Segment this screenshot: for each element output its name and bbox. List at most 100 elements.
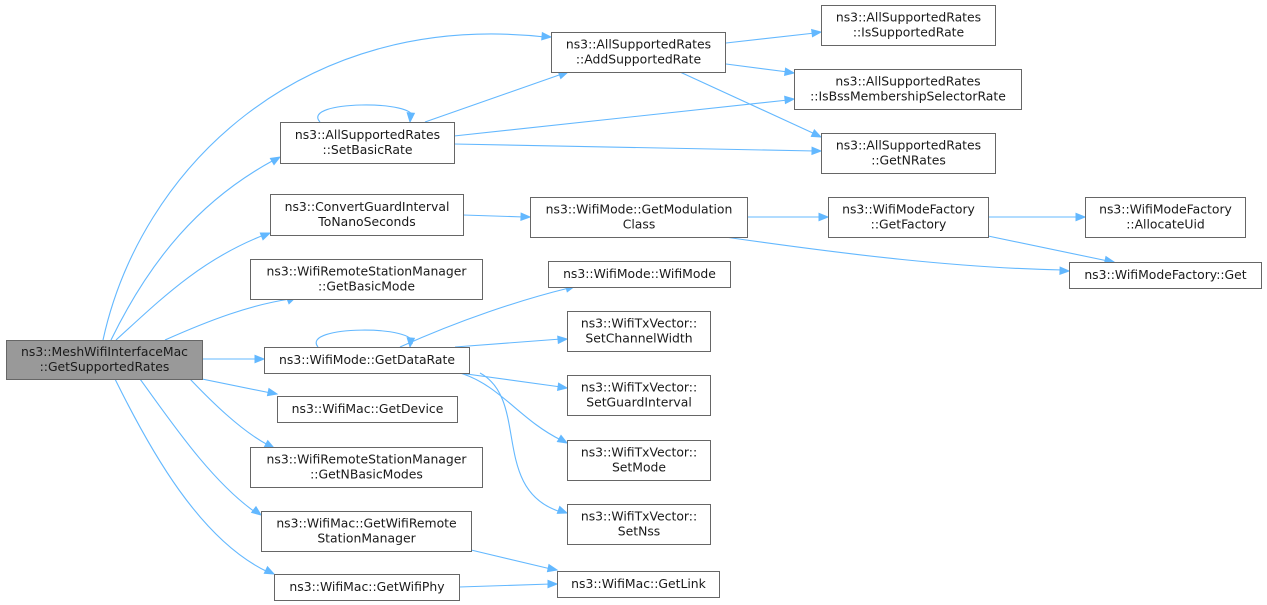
arrowhead-icon (250, 505, 263, 516)
node-label: SetChannelWidth (585, 331, 692, 346)
edge-line (725, 63, 789, 73)
node-box (548, 261, 731, 288)
function-node[interactable]: ns3::AllSupportedRates::IsSupportedRate (821, 5, 996, 46)
arrowhead-icon (266, 387, 279, 397)
node-label: ns3::WifiModeFactory::Get (1084, 267, 1246, 282)
node-label: ns3::AllSupportedRates (836, 138, 981, 153)
function-node[interactable]: ns3::AllSupportedRates::IsBssMembershipS… (794, 69, 1022, 110)
function-node[interactable]: ns3::AllSupportedRates::AddSupportedRate (551, 32, 726, 73)
edge-line (987, 235, 1109, 262)
edge-line (201, 378, 272, 394)
function-node[interactable]: ns3::WifiModeFactory::AllocateUid (1085, 197, 1246, 238)
arrowhead-icon (541, 31, 553, 41)
node-box (280, 122, 455, 164)
function-node[interactable]: ns3::WifiModeFactory::GetFactory (828, 197, 989, 238)
call-edge (988, 212, 1087, 222)
call-edge (202, 354, 266, 364)
node-label: ns3::WifiMac::GetLink (571, 576, 706, 591)
node-label: ns3::AllSupportedRates (566, 37, 711, 52)
call-edge (189, 378, 276, 449)
node-label: ns3::WifiTxVector:: (581, 316, 697, 331)
call-edge (458, 579, 559, 589)
call-edge (479, 372, 569, 514)
function-node[interactable]: ns3::WifiMode::WifiMode (548, 261, 731, 288)
arrowhead-icon (269, 156, 282, 166)
edge-line (453, 99, 789, 137)
call-edge (451, 371, 569, 391)
call-edge (315, 329, 416, 349)
node-label: Class (623, 217, 656, 232)
arrowhead-icon (263, 439, 276, 449)
edge-line (114, 378, 269, 573)
call-edge (164, 296, 298, 341)
node-label: ns3::WifiModeFactory (1099, 202, 1232, 217)
call-edge (747, 212, 830, 222)
edge-line (115, 234, 265, 341)
edge-line (317, 104, 413, 123)
arrowhead-icon (1075, 212, 1087, 222)
edge-line (424, 73, 563, 123)
function-node[interactable]: ns3::WifiMac::GetLink (557, 571, 720, 598)
arrowhead-icon (263, 565, 276, 575)
nodes: ns3::MeshWifiInterfaceMac::GetSupportedR… (6, 5, 1262, 601)
node-box (828, 197, 989, 238)
call-edge (115, 232, 272, 341)
call-edge (201, 378, 279, 397)
node-box (1069, 262, 1262, 289)
function-node[interactable]: ns3::AllSupportedRates::GetNRates (821, 133, 996, 174)
node-box (270, 194, 464, 236)
node-box (1085, 197, 1246, 238)
root-function-node: ns3::MeshWifiInterfaceMac::GetSupportedR… (6, 340, 203, 380)
arrowhead-icon (556, 505, 569, 514)
function-node[interactable]: ns3::WifiRemoteStationManager::GetNBasic… (250, 447, 483, 488)
function-node[interactable]: ns3::WifiTxVector::SetChannelWidth (567, 311, 711, 352)
function-node[interactable]: ns3::AllSupportedRates::SetBasicRate (280, 122, 455, 164)
function-node[interactable]: ns3::WifiMac::GetDevice (277, 396, 458, 423)
edge-line (459, 372, 562, 441)
node-box (264, 347, 470, 374)
function-node[interactable]: ns3::WifiModeFactory::Get (1069, 262, 1262, 289)
node-box (277, 396, 458, 423)
node-box (551, 32, 726, 73)
function-node[interactable]: ns3::WifiTxVector::SetMode (567, 440, 711, 481)
arrowhead-icon (556, 382, 569, 391)
call-edge (114, 378, 276, 575)
arrowhead-icon (783, 67, 796, 76)
node-label: ns3::WifiTxVector:: (581, 380, 697, 395)
node-box (557, 571, 720, 598)
edge-line (189, 378, 269, 446)
node-label: ns3::WifiRemoteStationManager (267, 452, 468, 467)
function-node[interactable]: ns3::WifiMode::GetDataRate (264, 347, 470, 374)
call-edge (139, 378, 263, 516)
node-label: ns3::WifiMode::GetModulation (546, 202, 733, 217)
node-label: ToNanoSeconds (317, 214, 415, 229)
function-node[interactable]: ns3::WifiMac::GetWifiRemoteStationManage… (261, 511, 472, 552)
edge-line (164, 298, 291, 341)
function-node[interactable]: ns3::WifiTxVector::SetNss (567, 504, 711, 545)
node-label: ::SetBasicRate (323, 142, 413, 157)
node-label: ns3::WifiTxVector:: (581, 445, 697, 460)
node-box (567, 375, 711, 416)
arrowhead-icon (254, 354, 266, 364)
call-edge (725, 63, 796, 76)
node-box (274, 574, 460, 601)
edge-line (454, 338, 562, 348)
edge-line (399, 287, 570, 348)
node-label: ::AddSupportedRate (576, 52, 701, 67)
call-edge (317, 104, 416, 124)
call-edge (453, 95, 796, 137)
function-node[interactable]: ns3::WifiTxVector::SetGuardInterval (567, 375, 711, 416)
node-label: ns3::WifiMac::GetDevice (292, 401, 444, 416)
call-edge (453, 143, 823, 156)
function-node[interactable]: ns3::WifiMac::GetWifiPhy (274, 574, 460, 601)
call-edge (679, 71, 823, 138)
arrowhead-icon (406, 337, 416, 349)
function-node[interactable]: ns3::WifiRemoteStationManager::GetBasicM… (250, 259, 483, 300)
arrowhead-icon (557, 335, 569, 345)
edge-line (453, 143, 816, 152)
node-box (530, 197, 748, 238)
node-label: SetMode (612, 460, 666, 475)
